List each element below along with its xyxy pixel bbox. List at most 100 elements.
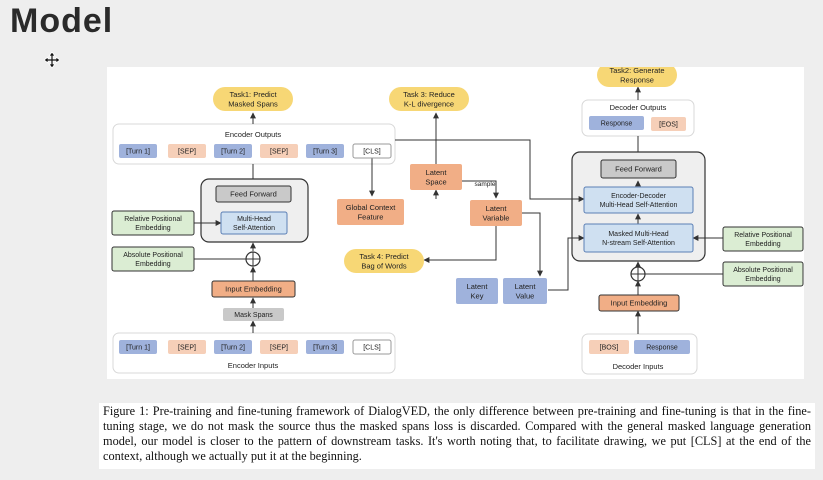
decoder-masked-attention-label: N-stream Self-Attention <box>602 240 675 247</box>
encoder-mask-spans: Mask Spans <box>223 308 284 321</box>
encoder-output-token-label: [Turn 1] <box>126 148 150 155</box>
decoder-masked-attention-label: Masked Multi-Head <box>608 231 668 238</box>
decoder-feed-forward: Feed Forward <box>600 159 677 179</box>
decoder-cross-attention-label: Encoder-Decoder <box>611 193 667 200</box>
arrow-enc-to-crossattn <box>395 139 585 202</box>
global-context-feature-box-label: Global Context <box>346 203 397 212</box>
encoder-output-token: [SEP] <box>168 144 206 158</box>
encoder-output-token: [Turn 3] <box>306 144 344 158</box>
encoder-input-token: [CLS] <box>352 339 392 355</box>
encoder-output-token-label: [CLS] <box>363 148 381 155</box>
decoder-inputs-label: Decoder Inputs <box>613 362 664 371</box>
encoder-self-attention-label: Multi-Head <box>237 216 271 223</box>
encoder-input-token: [Turn 1] <box>119 340 157 354</box>
encoder-output-token-label: [Turn 2] <box>221 148 245 155</box>
task4-box-label: Bag of Words <box>361 261 407 270</box>
encoder-inputs-label: Encoder Inputs <box>228 361 279 370</box>
decoder-cross-attention-label: Multi-Head Self-Attention <box>600 202 678 209</box>
encoder-output-token: [Turn 2] <box>214 144 252 158</box>
encoder-relative-positional-embedding-label: Relative Positional <box>124 216 182 223</box>
figure-caption: Figure 1: Pre-training and fine-tuning f… <box>99 403 815 469</box>
encoder-absolute-positional-embedding-label: Embedding <box>135 261 171 268</box>
encoder-feed-forward: Feed Forward <box>215 185 292 203</box>
encoder-feed-forward-label: Feed Forward <box>230 190 277 199</box>
decoder-output-eos: [EOS] <box>651 117 686 131</box>
task2-box-label: Task2: Generate <box>609 67 664 75</box>
encoder-output-token-label: [SEP] <box>270 148 288 155</box>
encoder-output-token-label: [Turn 3] <box>313 148 337 155</box>
encoder-output-token-label: [SEP] <box>178 148 196 155</box>
decoder-relative-positional-embedding-label: Embedding <box>745 241 781 248</box>
encoder-input-token-label: [SEP] <box>270 344 288 351</box>
task2-box-label: Response <box>620 75 654 84</box>
decoder-outputs-label: Decoder Outputs <box>610 103 667 112</box>
decoder-absolute-positional-embedding-label: Embedding <box>745 276 781 283</box>
decoder-input-response-label: Response <box>646 344 678 351</box>
encoder-output-token: [Turn 1] <box>119 144 157 158</box>
latent-key-box-label: Key <box>471 291 484 300</box>
arrow-kv-to-maskedattn <box>548 235 585 291</box>
decoder-input-bos-label: [BOS] <box>600 344 619 351</box>
encoder-self-attention-label: Self-Attention <box>233 225 275 232</box>
arrow-space-to-variable <box>462 180 499 199</box>
encoder-input-token: [SEP] <box>260 340 298 354</box>
decoder-add-node <box>630 266 646 282</box>
encoder-outputs-label: Encoder Outputs <box>225 130 282 139</box>
encoder-input-token-label: [Turn 2] <box>221 344 245 351</box>
connectors <box>194 86 723 334</box>
encoder-input-token-label: [Turn 3] <box>313 344 337 351</box>
encoder-input-token-label: [SEP] <box>178 344 196 351</box>
encoder-output-token: [SEP] <box>260 144 298 158</box>
encoder-input-token: [Turn 3] <box>306 340 344 354</box>
encoder-input-token: [SEP] <box>168 340 206 354</box>
arrow-variable-to-task4 <box>423 226 497 263</box>
decoder-output-response: Response <box>589 116 644 130</box>
decoder-relative-positional-embedding-label: Relative Positional <box>734 232 792 239</box>
decoder-input-response: Response <box>634 340 690 354</box>
encoder-relative-positional-embedding-label: Embedding <box>135 225 171 232</box>
decoder-input-embedding: Input Embedding <box>598 294 680 312</box>
page-title: Model <box>10 2 114 40</box>
encoder-input-embedding: Input Embedding <box>211 280 296 298</box>
encoder-input-token-label: [Turn 1] <box>126 344 150 351</box>
latent-space-box-label: Latent <box>426 168 448 177</box>
encoder-add-node <box>245 251 261 267</box>
task3-box-label: Task 3: Reduce <box>403 90 455 99</box>
latent-value-box-label: Value <box>516 291 535 300</box>
decoder-absolute-positional-embedding-label: Absolute Positional <box>733 267 793 274</box>
latent-variable-box-label: Latent <box>486 204 508 213</box>
latent-value-box-label: Latent <box>515 282 537 291</box>
decoder-input-bos: [BOS] <box>589 340 629 354</box>
decoder-input-embedding-label: Input Embedding <box>611 299 668 308</box>
encoder-mask-spans-label: Mask Spans <box>234 312 273 319</box>
global-context-feature-box-label: Feature <box>358 212 384 221</box>
encoder-input-token: [Turn 2] <box>214 340 252 354</box>
encoder-output-token: [CLS] <box>352 143 392 159</box>
encoder-absolute-positional-embedding-label: Absolute Positional <box>123 252 183 259</box>
task1-box-label: Task1: Predict <box>229 90 277 99</box>
latent-space-box-label: Space <box>425 177 446 186</box>
move-cursor-icon <box>43 51 61 73</box>
latent-variable-box-label: Variable <box>483 213 510 222</box>
decoder-output-eos-label: [EOS] <box>659 121 678 128</box>
encoder-input-embedding-label: Input Embedding <box>225 285 282 294</box>
task3-box-label: K-L divergence <box>404 99 454 108</box>
encoder-input-token-label: [CLS] <box>363 344 381 351</box>
